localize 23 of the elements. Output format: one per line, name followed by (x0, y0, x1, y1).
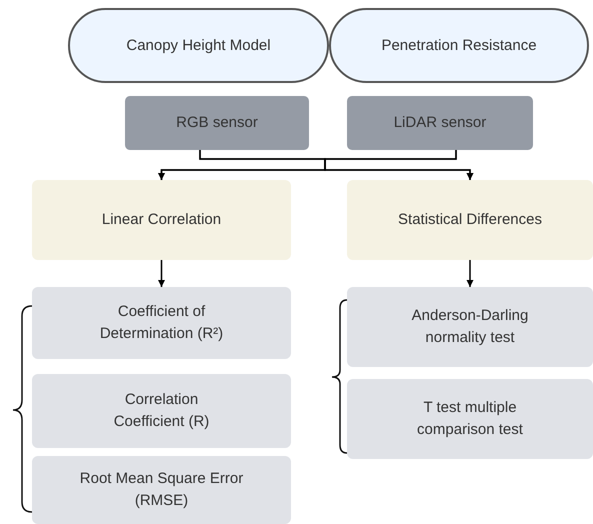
process-box (347, 379, 593, 459)
arrow (324, 150, 474, 180)
node-label: Anderson-Darling normality test (410, 306, 530, 348)
node-label: Statistical Differences (398, 210, 542, 230)
node-label: LiDAR sensor (394, 113, 486, 134)
process-box (32, 180, 291, 260)
node-label: RGB sensor (176, 113, 258, 134)
node-label: T test multiple comparison test (416, 398, 524, 440)
node-label: Correlation Coefficient (R) (112, 390, 210, 432)
node-label: Coefficient of Determination (R²) (98, 302, 224, 344)
process-box (32, 374, 291, 448)
arrow (466, 260, 474, 287)
process-box (347, 96, 533, 150)
node-label: Canopy Height Model (126, 36, 271, 56)
process-box (347, 287, 593, 367)
process-box (125, 96, 309, 150)
arrow (158, 260, 165, 287)
node-label: Linear Correlation (102, 210, 222, 230)
node-label: Penetration Resistance (381, 36, 537, 56)
process-box (32, 456, 291, 524)
process-box (347, 180, 593, 260)
process-box (32, 287, 291, 359)
node-label: Root Mean Square Error (RMSE) (78, 469, 244, 511)
